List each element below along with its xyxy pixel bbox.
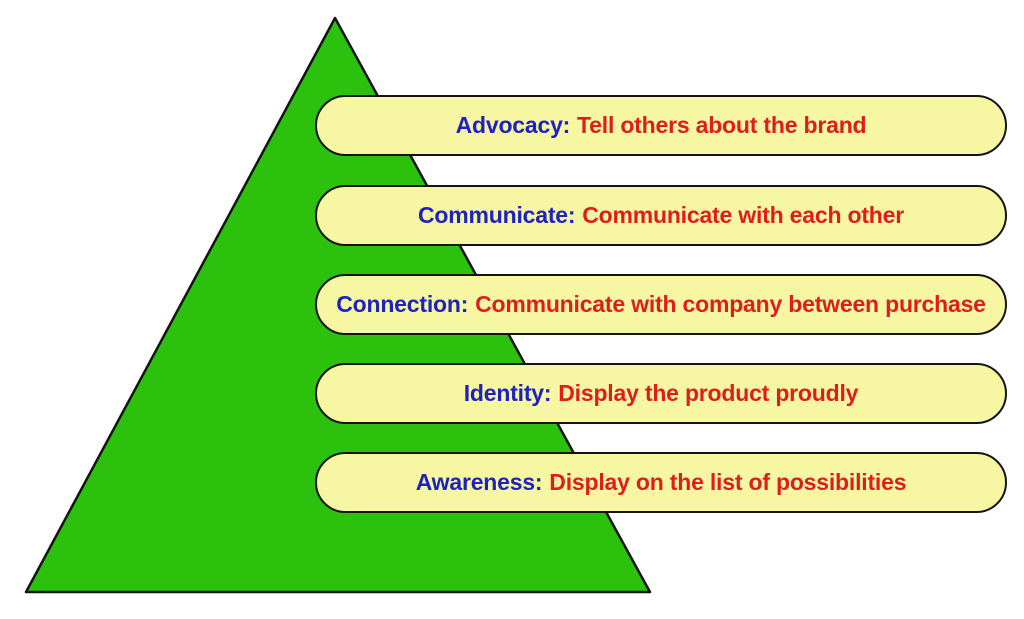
level-description: Display on the list of possibilities — [549, 469, 907, 495]
pyramid-level-connection: Connection: Communicate with company bet… — [315, 274, 1007, 335]
pyramid-level-communicate: Communicate: Communicate with each other — [315, 185, 1007, 246]
level-description: Tell others about the brand — [577, 112, 867, 138]
level-description: Communicate with each other — [582, 202, 904, 228]
pyramid-level-advocacy: Advocacy: Tell others about the brand — [315, 95, 1007, 156]
pyramid-level-awareness: Awareness: Display on the list of possib… — [315, 452, 1007, 513]
level-label: Communicate: — [417, 202, 576, 228]
pyramid-level-identity: Identity: Display the product proudly — [315, 363, 1007, 424]
level-description: Communicate with company between purchas… — [475, 291, 986, 317]
level-label: Identity: — [463, 380, 552, 406]
level-description: Display the product proudly — [558, 380, 859, 406]
level-label: Advocacy: — [455, 112, 571, 138]
level-label: Connection: — [336, 291, 469, 317]
level-label: Awareness: — [415, 469, 543, 495]
